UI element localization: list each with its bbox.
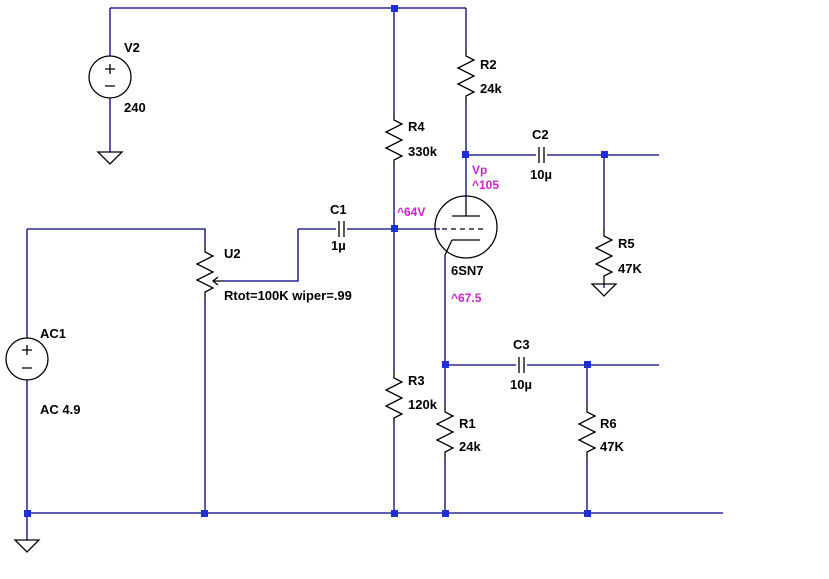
- r6-resistor[interactable]: [577, 404, 597, 460]
- c3-value: 10µ: [510, 377, 532, 392]
- r5-value: 47K: [618, 261, 642, 276]
- c1-value: 1µ: [331, 238, 346, 253]
- ac1-name: AC1: [40, 326, 66, 341]
- ac1-value: AC 4.9: [40, 402, 80, 417]
- wire-u2-top: [27, 228, 206, 244]
- v2-name: V2: [124, 40, 140, 55]
- node-gnd-r6: [584, 510, 591, 517]
- r2-value: 24k: [480, 81, 502, 96]
- node-gnd-u2: [201, 510, 208, 517]
- r6-value: 47K: [600, 439, 624, 454]
- r4-value: 330k: [408, 144, 438, 159]
- u2-name: U2: [224, 246, 241, 261]
- r5-name: R5: [618, 236, 635, 251]
- r2-name: R2: [480, 57, 497, 72]
- u2-value: Rtot=100K wiper=.99: [224, 288, 352, 303]
- node-gnd-r1: [442, 510, 449, 517]
- r4-resistor[interactable]: [384, 112, 404, 168]
- grid-voltage: ^64V: [397, 205, 425, 219]
- vp-label: Vp: [472, 163, 487, 177]
- node-plate: [462, 151, 469, 158]
- junction-nodes: [24, 5, 608, 517]
- c3-capacitor[interactable]: [518, 357, 525, 373]
- r5-resistor[interactable]: [594, 228, 614, 284]
- r2-resistor[interactable]: [456, 48, 476, 104]
- r1-name: R1: [459, 416, 476, 431]
- v2-value: 240: [124, 100, 146, 115]
- c1-capacitor[interactable]: [338, 221, 345, 237]
- ground-main-icon: [13, 539, 41, 553]
- r3-name: R3: [408, 373, 425, 388]
- cathode-voltage: ^67.5: [451, 291, 482, 305]
- wire-wiper: [224, 229, 299, 282]
- r3-value: 120k: [408, 397, 438, 412]
- c2-value: 10µ: [530, 167, 552, 182]
- r1-resistor[interactable]: [435, 404, 455, 460]
- node-c3-out: [584, 361, 591, 368]
- c1-name: C1: [330, 202, 347, 217]
- ac1-voltage-source[interactable]: [5, 337, 49, 381]
- v2-voltage-source[interactable]: [88, 55, 132, 99]
- node-gnd-r3: [391, 510, 398, 517]
- vp-value: ^105: [472, 178, 499, 192]
- u2-potentiometer[interactable]: [195, 244, 224, 300]
- r1-value: 24k: [459, 439, 481, 454]
- node-c2-out: [601, 151, 608, 158]
- c2-capacitor[interactable]: [538, 147, 545, 163]
- node-top: [391, 5, 398, 12]
- c3-name: C3: [513, 337, 530, 352]
- triode-6sn7[interactable]: [434, 195, 498, 259]
- ground-v2-icon: [96, 151, 124, 165]
- c2-name: C2: [532, 127, 549, 142]
- r6-name: R6: [600, 416, 617, 431]
- r4-name: R4: [408, 119, 425, 134]
- node-cathode: [442, 361, 449, 368]
- node-grid: [391, 225, 398, 232]
- tube-name: 6SN7: [451, 263, 484, 278]
- r3-resistor[interactable]: [384, 370, 404, 424]
- node-gnd-ac1: [24, 510, 31, 517]
